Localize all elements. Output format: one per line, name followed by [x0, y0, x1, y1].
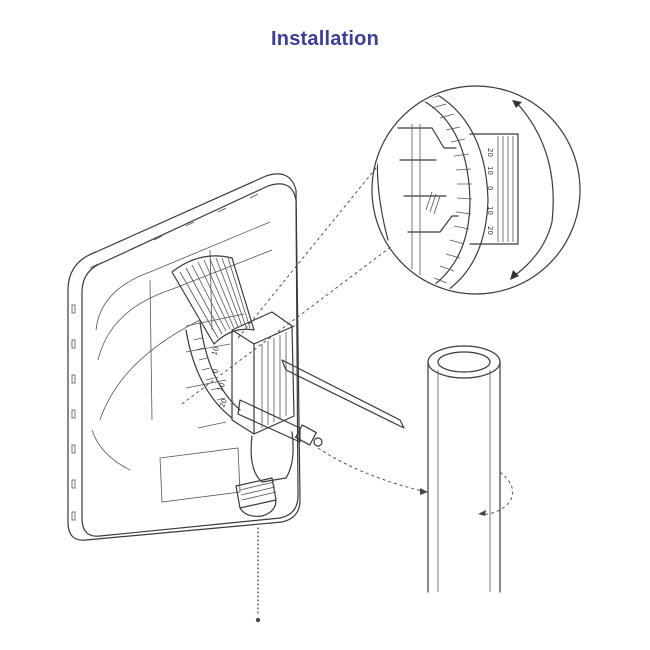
zoom-scale-upper: 10 [486, 166, 494, 175]
zoom-detail: 20 10 0 10 20 [371, 85, 581, 295]
antenna-panel [67, 173, 301, 541]
zoom-scale-lower: 10 [486, 206, 494, 215]
bracket-scale-mid: 0 [211, 368, 220, 375]
mounting-pole [427, 345, 514, 593]
page-title: Installation [271, 28, 379, 50]
bracket-scale-bottom: 20 [218, 398, 229, 409]
zoom-scale-bottom: 20 [486, 226, 494, 235]
cable-gland [235, 431, 294, 517]
tilt-bracket: 10 0 10 20 [171, 255, 295, 435]
mounting-strap [237, 359, 405, 447]
bracket-scale-upper: 10 [210, 346, 221, 357]
zoom-scale-center: 0 [486, 186, 494, 190]
zoom-scale-top: 20 [486, 148, 494, 157]
guide-lines [181, 167, 428, 623]
bracket-scale-lower: 10 [216, 382, 227, 393]
